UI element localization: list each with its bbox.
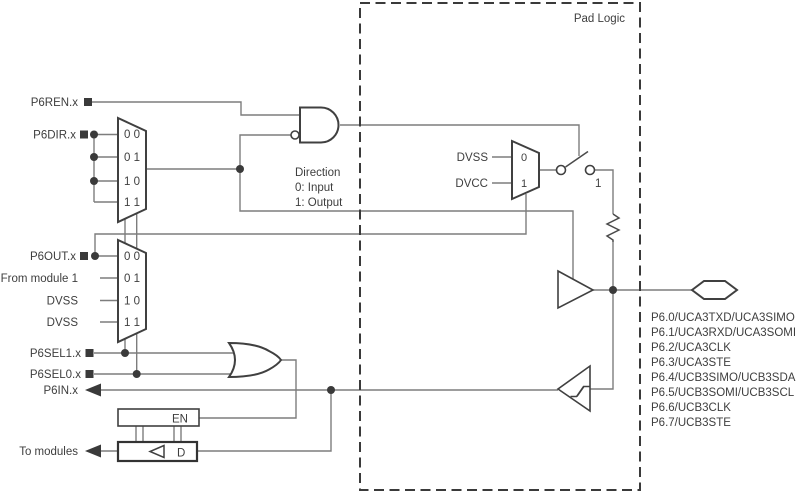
switch-contact-left (555, 164, 567, 176)
output-mux (117, 238, 147, 344)
en-latch-label: EN (172, 414, 188, 426)
d-latch-label: D (177, 448, 185, 460)
p6in-arrow-icon (85, 383, 101, 397)
junction-dots (90, 130, 617, 394)
to-modules-arrow-icon (85, 444, 101, 458)
pad-logic-title: Pad Logic (574, 13, 625, 25)
pull-resistor (605, 213, 621, 242)
signal-label-p6out: P6OUT.x (30, 251, 76, 263)
svg-text:0 0: 0 0 (124, 251, 140, 263)
pull-mux-labels: DVSS DVCC 0 1 (455, 152, 527, 190)
svg-text:1: 1 (521, 178, 527, 190)
pin-name: P6.4/UCB3SIMO/UCB3SDA (651, 372, 796, 384)
wires (92, 101, 692, 452)
svg-text:0 1: 0 1 (124, 273, 140, 285)
direction-to-buffer-enable-wire (239, 169, 574, 279)
dvcc-pull-label: DVCC (455, 178, 488, 190)
direction-mux-labels: 0 0 0 1 1 0 1 1 (124, 129, 140, 209)
signal-label-dvss-10: DVSS (47, 296, 79, 308)
d-latch (116, 440, 199, 463)
signal-label-from-module: From module 1 (1, 273, 78, 285)
switch-contact-right (584, 164, 596, 176)
signal-label-p6dir: P6DIR.x (33, 130, 76, 142)
signal-label-p6sel0: P6SEL0.x (30, 369, 81, 381)
en-latch-tab-wires (135, 426, 182, 442)
terminal-squares (80, 98, 94, 378)
signal-labels: P6REN.x P6DIR.x P6OUT.x From module 1 DV… (1, 97, 82, 458)
direction-mux (117, 116, 147, 224)
output-driver-buffer (557, 269, 595, 310)
pad-pin-hexagon (690, 280, 739, 300)
pin-name-list: P6.0/UCA3TXD/UCA3SIMO P6.1/UCA3RXD/UCA3S… (651, 312, 796, 429)
p6sel0-terminal (85, 370, 94, 378)
pin-name: P6.1/UCA3RXD/UCA3SOMI (651, 327, 796, 339)
input-schmitt-trigger (556, 364, 591, 413)
p6in-to-d-latch-wire (197, 390, 332, 452)
signal-label-p6in: P6IN.x (43, 385, 78, 397)
svg-text:1: Output: 1: Output (295, 197, 343, 209)
p6out-to-pull-mux-select-wire (94, 194, 527, 256)
or-output-to-en-wire (199, 359, 297, 419)
inverter-bubble-icon (290, 130, 300, 140)
svg-text:0: 0 (521, 152, 527, 164)
pin-name: P6.3/UCA3STE (651, 357, 731, 369)
direction-to-and-wire (239, 134, 291, 169)
p6out-terminal (80, 252, 88, 260)
switch-arm (565, 150, 589, 168)
svg-text:0 1: 0 1 (124, 152, 140, 164)
sel-or-gate (227, 341, 283, 379)
clock-triangle-icon (148, 444, 165, 459)
svg-text:0: Input: 0: Input (295, 182, 334, 194)
signal-label-p6sel1: P6SEL1.x (30, 348, 81, 360)
p6sel1-terminal (85, 349, 94, 357)
svg-text:Direction: Direction (295, 167, 340, 179)
pull-enable-switch (555, 150, 596, 176)
direction-note: Direction 0: Input 1: Output (295, 167, 343, 209)
svg-text:1 0: 1 0 (124, 296, 140, 308)
pin-name: P6.7/UCB3STE (651, 417, 731, 429)
switch-label: 1 (595, 178, 601, 190)
signal-label-p6ren: P6REN.x (31, 97, 79, 109)
hysteresis-icon (570, 385, 590, 398)
schmitt-input-wire (590, 290, 614, 390)
pull-direction-mux (511, 139, 540, 201)
dvss-pull-label: DVSS (457, 152, 489, 164)
svg-text:0 0: 0 0 (124, 129, 140, 141)
svg-text:1 0: 1 0 (124, 176, 140, 188)
p6ren-wire (92, 101, 299, 116)
p6dir-terminal (80, 130, 88, 139)
svg-text:1 1: 1 1 (124, 317, 140, 329)
switch-to-resistor-wire (595, 169, 614, 214)
and-output-to-switch-wire (340, 124, 580, 156)
output-mux-labels: 0 0 0 1 1 0 1 1 (124, 251, 140, 329)
pin-name: P6.6/UCB3CLK (651, 402, 731, 414)
pad-logic-boundary (359, 2, 641, 491)
svg-text:1 1: 1 1 (124, 197, 140, 209)
p6ren-terminal (84, 98, 92, 106)
pin-name: P6.5/UCB3SOMI/UCB3SCL (651, 387, 795, 399)
ren-and-gate (290, 106, 340, 144)
pin-name: P6.0/UCA3TXD/UCA3SIMO (651, 312, 795, 324)
en-latch (117, 408, 200, 427)
signal-label-dvss-11: DVSS (47, 317, 79, 329)
signal-label-to-modules: To modules (19, 446, 78, 458)
pin-name: P6.2/UCA3CLK (651, 342, 731, 354)
